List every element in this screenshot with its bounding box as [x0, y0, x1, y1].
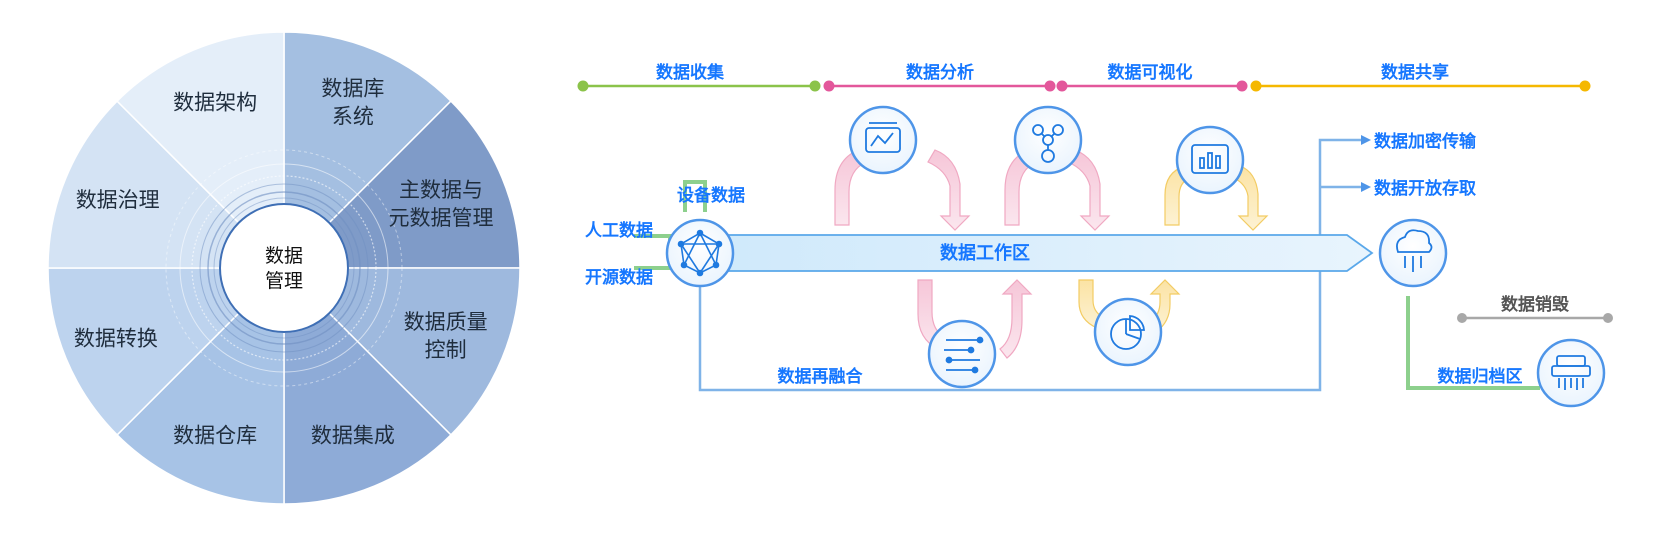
- wheel-segment-label: 数据质量: [404, 310, 488, 334]
- visualization-node: [1013, 105, 1083, 175]
- wheel-segment-label: 主数据与: [399, 178, 483, 202]
- destroy-label: 数据销毁: [1501, 294, 1570, 315]
- pie-node: [1093, 297, 1163, 367]
- phase-dot: [823, 80, 835, 92]
- phase-dot: [809, 80, 821, 92]
- phase-label-collect: 数据收集: [656, 62, 725, 83]
- refusion-loop-line: [698, 232, 1322, 392]
- archive-label: 数据归档区: [1438, 366, 1523, 387]
- wheel-center-line1: 数据: [265, 245, 303, 267]
- archive-connector: [1406, 296, 1540, 390]
- phase-dot: [577, 80, 589, 92]
- wheel-segment-label: 数据转换: [74, 327, 158, 351]
- phase-label-sharing: 数据共享: [1381, 62, 1449, 83]
- destroy-line: [1457, 313, 1613, 323]
- analysis-node: [848, 105, 918, 175]
- shredder-icon: [1551, 355, 1591, 390]
- wheel-center: [219, 203, 349, 333]
- circuit-icon: [944, 336, 984, 374]
- cloud-icon: [1396, 229, 1433, 272]
- output-encrypt-label: 数据加密传输: [1374, 131, 1477, 152]
- phase-label-analysis: 数据分析: [906, 62, 974, 83]
- data-management-wheel: 数据 管理 数据库系统主数据与元数据管理数据质量控制数据集成数据仓库数据转换数据…: [47, 31, 521, 505]
- network-node: [665, 218, 735, 288]
- wheel-segment-label: 控制: [425, 338, 467, 362]
- destroy-dot: [1457, 313, 1467, 323]
- wheel-segment-label: 数据仓库: [173, 423, 257, 447]
- line-chart-icon: [865, 122, 901, 153]
- output-open-access-label: 数据开放存取: [1374, 178, 1476, 199]
- wheel-segment-label: 数据库: [321, 77, 384, 101]
- input-open-label: 开源数据: [585, 267, 653, 288]
- cloud-node: [1378, 218, 1448, 288]
- arrow-head: [1361, 182, 1371, 192]
- fusion-node: [927, 319, 997, 389]
- wheel-segment-label: 数据架构: [173, 91, 257, 115]
- phase-timeline: 数据收集 数据分析 数据可视化 数据共享: [577, 62, 1591, 92]
- network-icon: [677, 229, 723, 277]
- pie-chart-icon: [1110, 315, 1145, 350]
- wheel-decorative-rings: [165, 149, 403, 387]
- wheel-segment-label: 数据治理: [76, 188, 160, 212]
- phase-dot: [1236, 80, 1248, 92]
- phase-label-visualization: 数据可视化: [1108, 62, 1193, 83]
- dashboard-node: [1175, 125, 1245, 195]
- arrow-head: [1361, 135, 1371, 145]
- phase-dot: [1044, 80, 1056, 92]
- wheel-segments: [47, 31, 521, 505]
- bar-chart-icon: [1191, 144, 1229, 174]
- input-device-label: 设备数据: [677, 185, 745, 206]
- sharing-branch: [1318, 135, 1371, 232]
- wheel-segment-label: 数据集成: [311, 423, 395, 447]
- workzone-band: [705, 234, 1374, 272]
- wheel-segment-label: 系统: [332, 105, 374, 129]
- workzone-label: 数据工作区: [940, 242, 1030, 264]
- phase-dot: [1579, 80, 1591, 92]
- destroy-dot: [1603, 313, 1613, 323]
- input-manual-label: 人工数据: [585, 220, 653, 241]
- phase-dot: [1056, 80, 1068, 92]
- phase-dot: [1250, 80, 1262, 92]
- refusion-label: 数据再融合: [778, 366, 864, 387]
- data-lifecycle-flow: 数据收集 数据分析 数据可视化 数据共享 数据再融合: [577, 62, 1613, 408]
- wheel-center-line2: 管理: [265, 270, 303, 292]
- wheel-segment-label: 元数据管理: [389, 206, 494, 230]
- molecule-icon: [1032, 124, 1064, 163]
- archive-node: [1536, 338, 1606, 408]
